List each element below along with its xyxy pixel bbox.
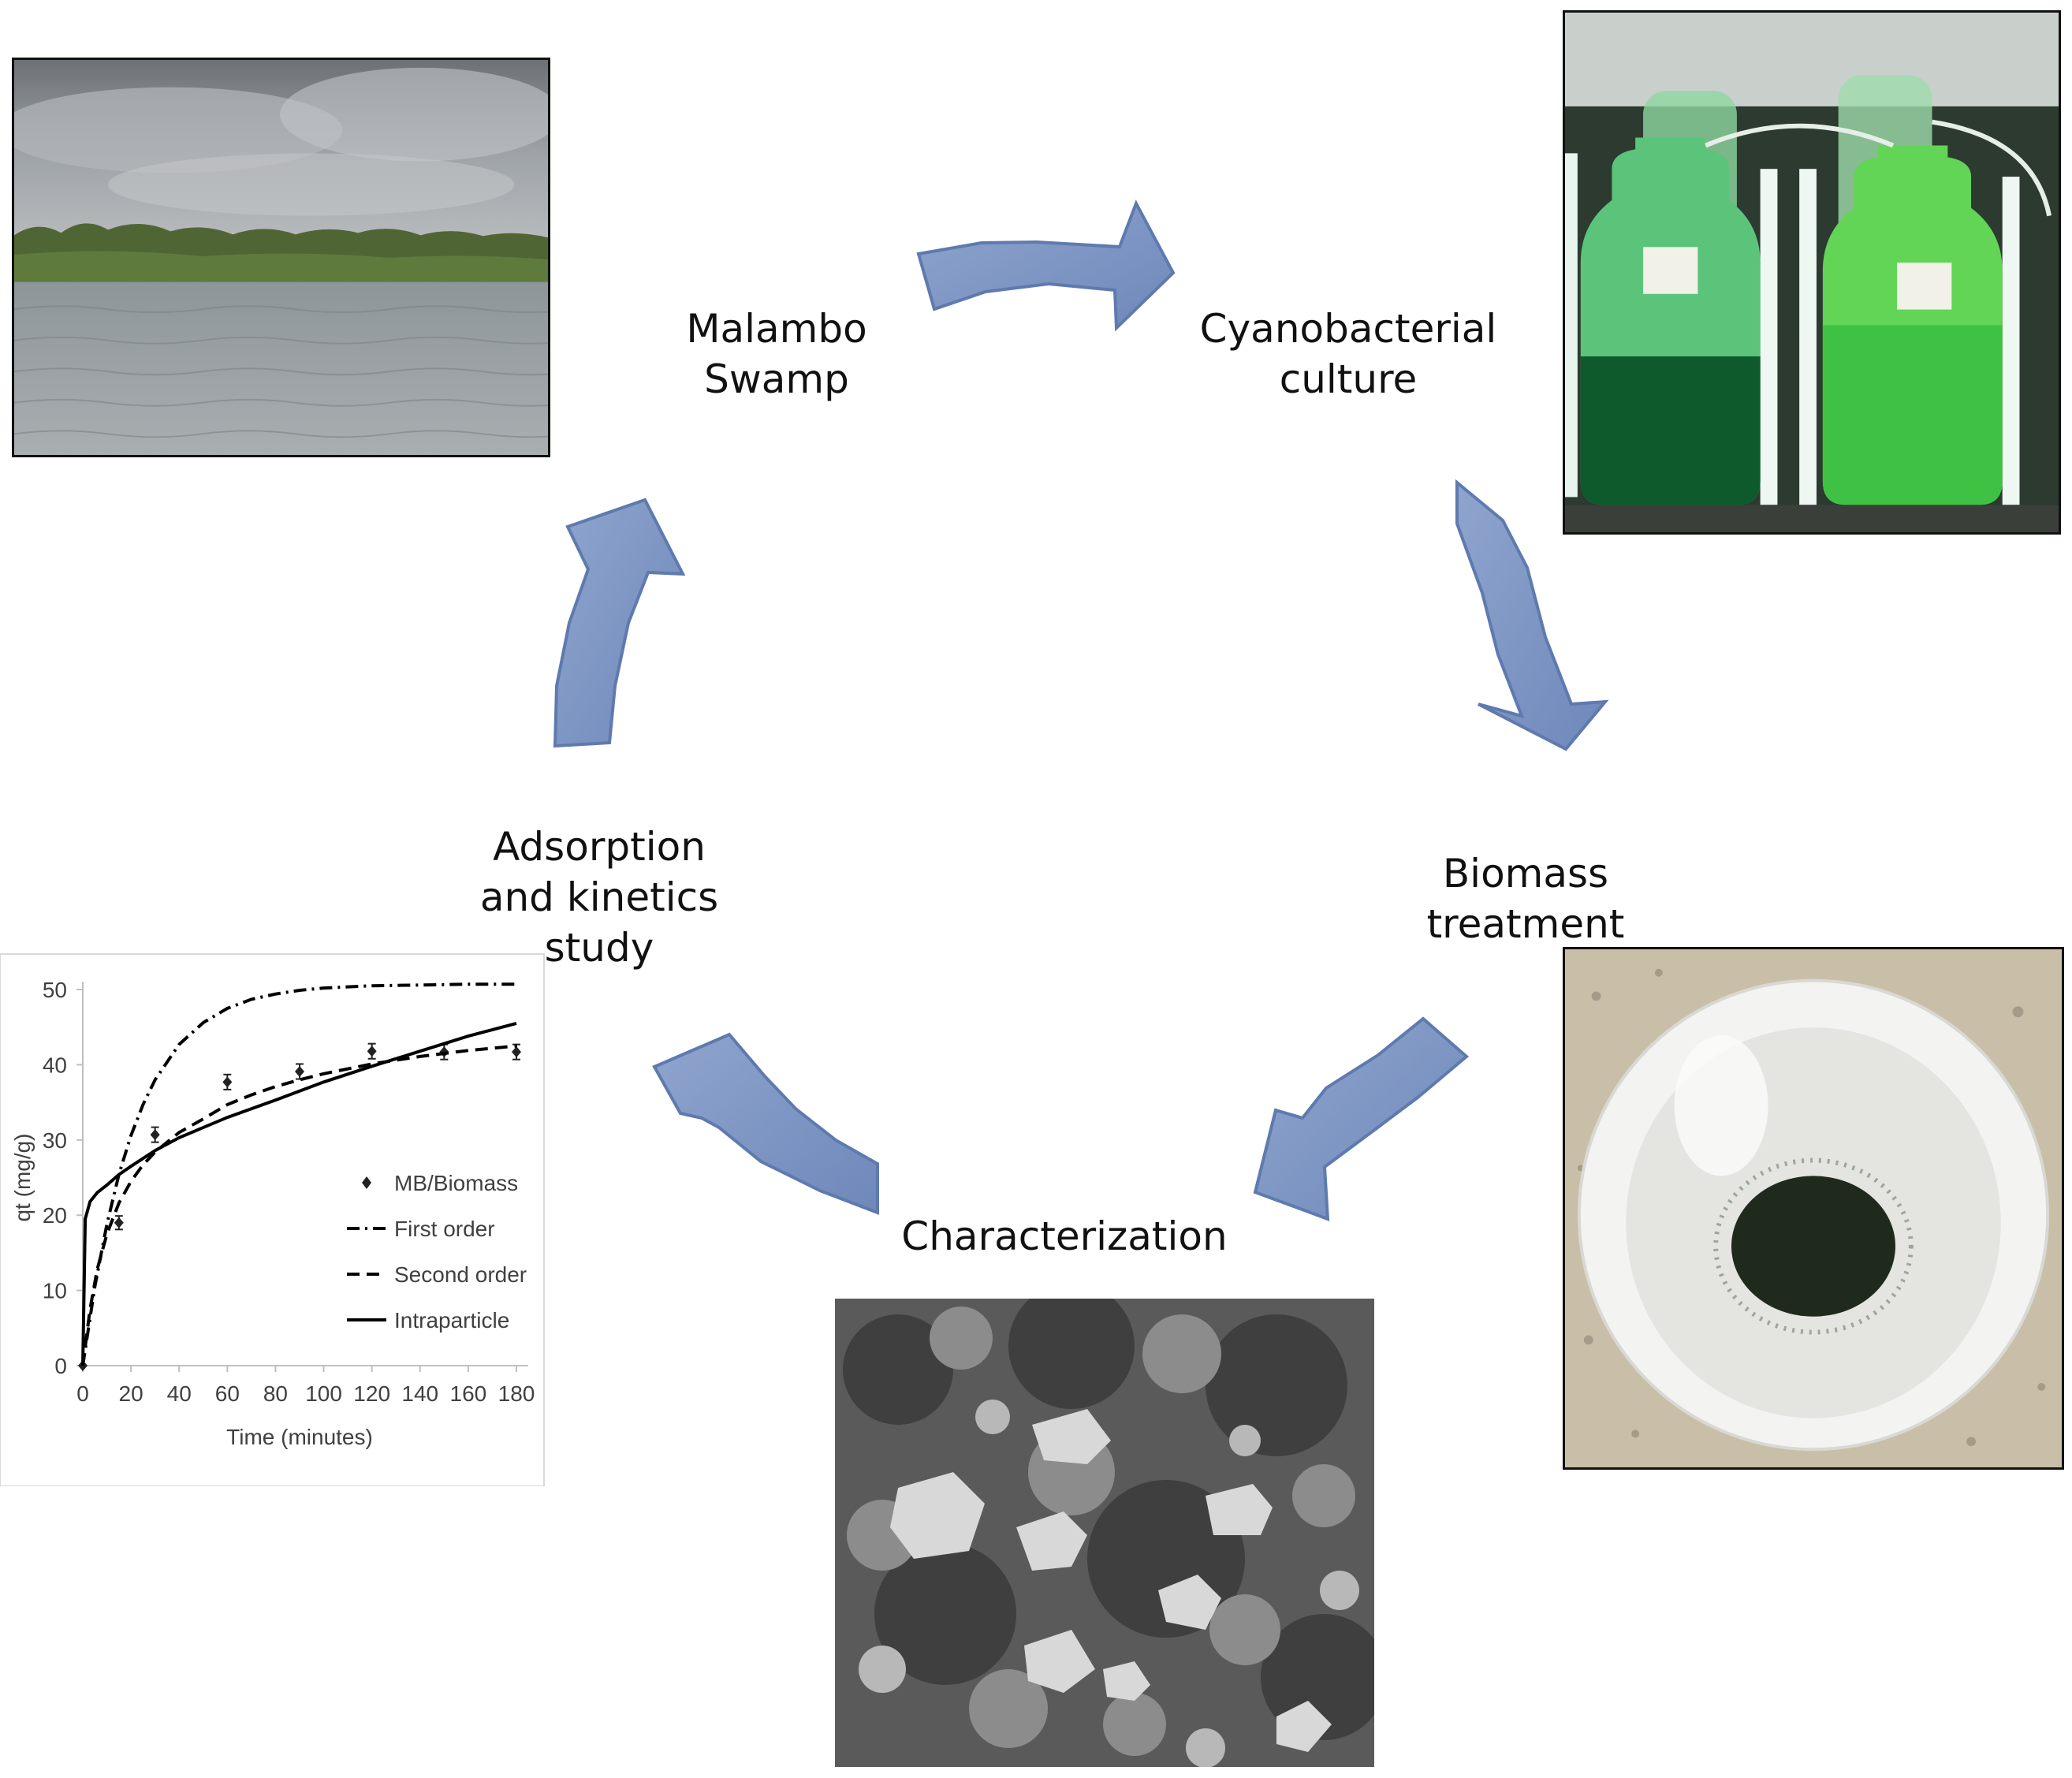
x-axis-label: Time (minutes) — [226, 1425, 373, 1449]
x-tick-label: 40 — [167, 1381, 192, 1406]
label-culture: Cyanobacterial culture — [1183, 304, 1514, 404]
cyanobacteria-bottles-image — [1565, 13, 2059, 532]
legend-label-intraparticle: Intraparticle — [394, 1308, 509, 1333]
y-tick-label: 30 — [43, 1128, 67, 1153]
label-swamp-line1: Malambo — [686, 306, 867, 352]
data-point-mb-biomass — [114, 1217, 124, 1228]
data-point-mb-biomass — [150, 1129, 160, 1141]
arrow-adsorption-to-swamp — [553, 498, 686, 748]
label-adsorption: Adsorption and kinetics study — [457, 822, 741, 973]
legend-label-mb-biomass: MB/Biomass — [394, 1171, 518, 1195]
arrow-characterization-to-adsorption — [652, 1032, 879, 1215]
label-characterization-line1: Characterization — [901, 1213, 1228, 1259]
label-swamp: Malambo Swamp — [647, 304, 907, 404]
x-tick-label: 20 — [119, 1381, 143, 1406]
kinetics-chart-svg: 0 10 20 30 40 50 0 20 40 60 80 100 120 140 160 180Time … — [0, 953, 545, 1486]
x-tick-label: 180 — [498, 1381, 535, 1406]
label-adsorption-line2: and kinetics — [479, 874, 719, 920]
x-tick-label: 120 — [353, 1381, 390, 1406]
biomass-photo — [1563, 947, 2064, 1470]
legend-label-second-order: Second order — [394, 1262, 527, 1287]
swamp-photo — [12, 58, 550, 457]
sem-micrograph-image — [835, 1299, 1374, 1767]
arrow-culture-to-biomass — [1455, 479, 1609, 751]
data-point-mb-biomass — [295, 1065, 304, 1077]
x-tick-label: 80 — [263, 1381, 288, 1406]
x-tick-label: 100 — [305, 1381, 342, 1406]
series-line-intraparticle — [81, 1021, 517, 1366]
swamp-landscape-image — [14, 60, 548, 455]
culture-photo — [1563, 10, 2061, 535]
legend-label-first-order: First order — [394, 1217, 495, 1241]
y-tick-label: 10 — [43, 1279, 67, 1303]
x-tick-label: 0 — [76, 1381, 89, 1406]
y-tick-label: 0 — [54, 1354, 67, 1378]
label-culture-line1: Cyanobacterial — [1199, 306, 1497, 352]
legend-marker-mb-biomass — [362, 1176, 371, 1189]
data-point-mb-biomass — [367, 1046, 377, 1057]
chart-frame — [0, 953, 545, 1486]
arrow-swamp-to-culture — [916, 199, 1176, 332]
y-tick-label: 40 — [43, 1053, 67, 1077]
arrow-biomass-to-characterization — [1253, 1016, 1470, 1221]
series-line-first-order — [81, 982, 516, 1366]
x-tick-label: 140 — [401, 1381, 438, 1406]
data-point-mb-biomass — [512, 1046, 521, 1058]
label-biomass: Biomass treatment — [1403, 848, 1648, 949]
label-biomass-line1: Biomass — [1442, 851, 1609, 896]
label-biomass-line2: treatment — [1426, 901, 1625, 947]
x-tick-label: 160 — [450, 1381, 487, 1406]
dried-biomass-bowl-image — [1565, 949, 2062, 1467]
label-characterization: Characterization — [875, 1211, 1254, 1262]
x-tick-label: 60 — [215, 1381, 240, 1406]
label-adsorption-line3: study — [544, 925, 654, 971]
label-swamp-line2: Swamp — [704, 356, 849, 402]
data-point-mb-biomass — [222, 1076, 233, 1088]
label-culture-line2: culture — [1279, 356, 1418, 402]
characterization-photo — [835, 1299, 1374, 1767]
y-tick-label: 50 — [43, 978, 67, 1002]
label-adsorption-line1: Adsorption — [493, 824, 706, 870]
y-axis-label: qt (mg/g) — [10, 1133, 35, 1221]
y-tick-label: 20 — [43, 1203, 67, 1228]
